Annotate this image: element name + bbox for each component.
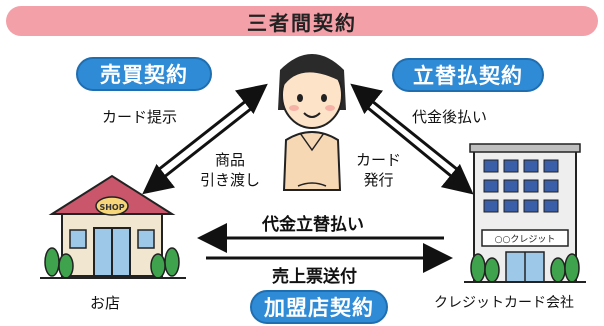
advance-pay-label: 代金立替払い	[262, 215, 364, 235]
deferred-payment-label: 代金後払い	[412, 108, 488, 126]
merchant-contract-badge: 加盟店契約	[250, 290, 388, 324]
company-sign-text: ○○クレジット	[495, 234, 556, 245]
advance-payment-contract-label: 立替払契約	[413, 64, 523, 88]
sales-contract-label: 売買契約	[100, 63, 188, 87]
card-issue-line2: 発行	[363, 171, 394, 189]
title-banner: 三者間契約	[6, 6, 598, 36]
shop-sign-text: SHOP	[99, 203, 124, 212]
advance-payment-contract-badge: 立替払契約	[392, 58, 544, 92]
card-company-building-icon	[464, 143, 586, 283]
title: 三者間契約	[247, 10, 357, 35]
sales-contract-badge: 売買契約	[76, 57, 212, 91]
goods-delivery-line1: 商品	[215, 151, 246, 169]
shop-building-icon	[40, 174, 186, 279]
slip-send-label: 売上票送付	[272, 267, 357, 287]
card-issue-line1: カード	[356, 151, 402, 169]
goods-delivery-label: 商品 引き渡し	[200, 150, 260, 190]
card-company-label: クレジットカード会社	[434, 295, 574, 311]
card-issue-label: カード 発行	[356, 150, 401, 190]
flow-arrows	[142, 83, 474, 273]
goods-delivery-line2: 引き渡し	[200, 171, 261, 189]
consumer-person-icon	[278, 54, 346, 191]
shop-label: お店	[90, 294, 121, 312]
merchant-contract-label: 加盟店契約	[264, 296, 374, 320]
card-presentation-label: カード提示	[102, 108, 178, 126]
